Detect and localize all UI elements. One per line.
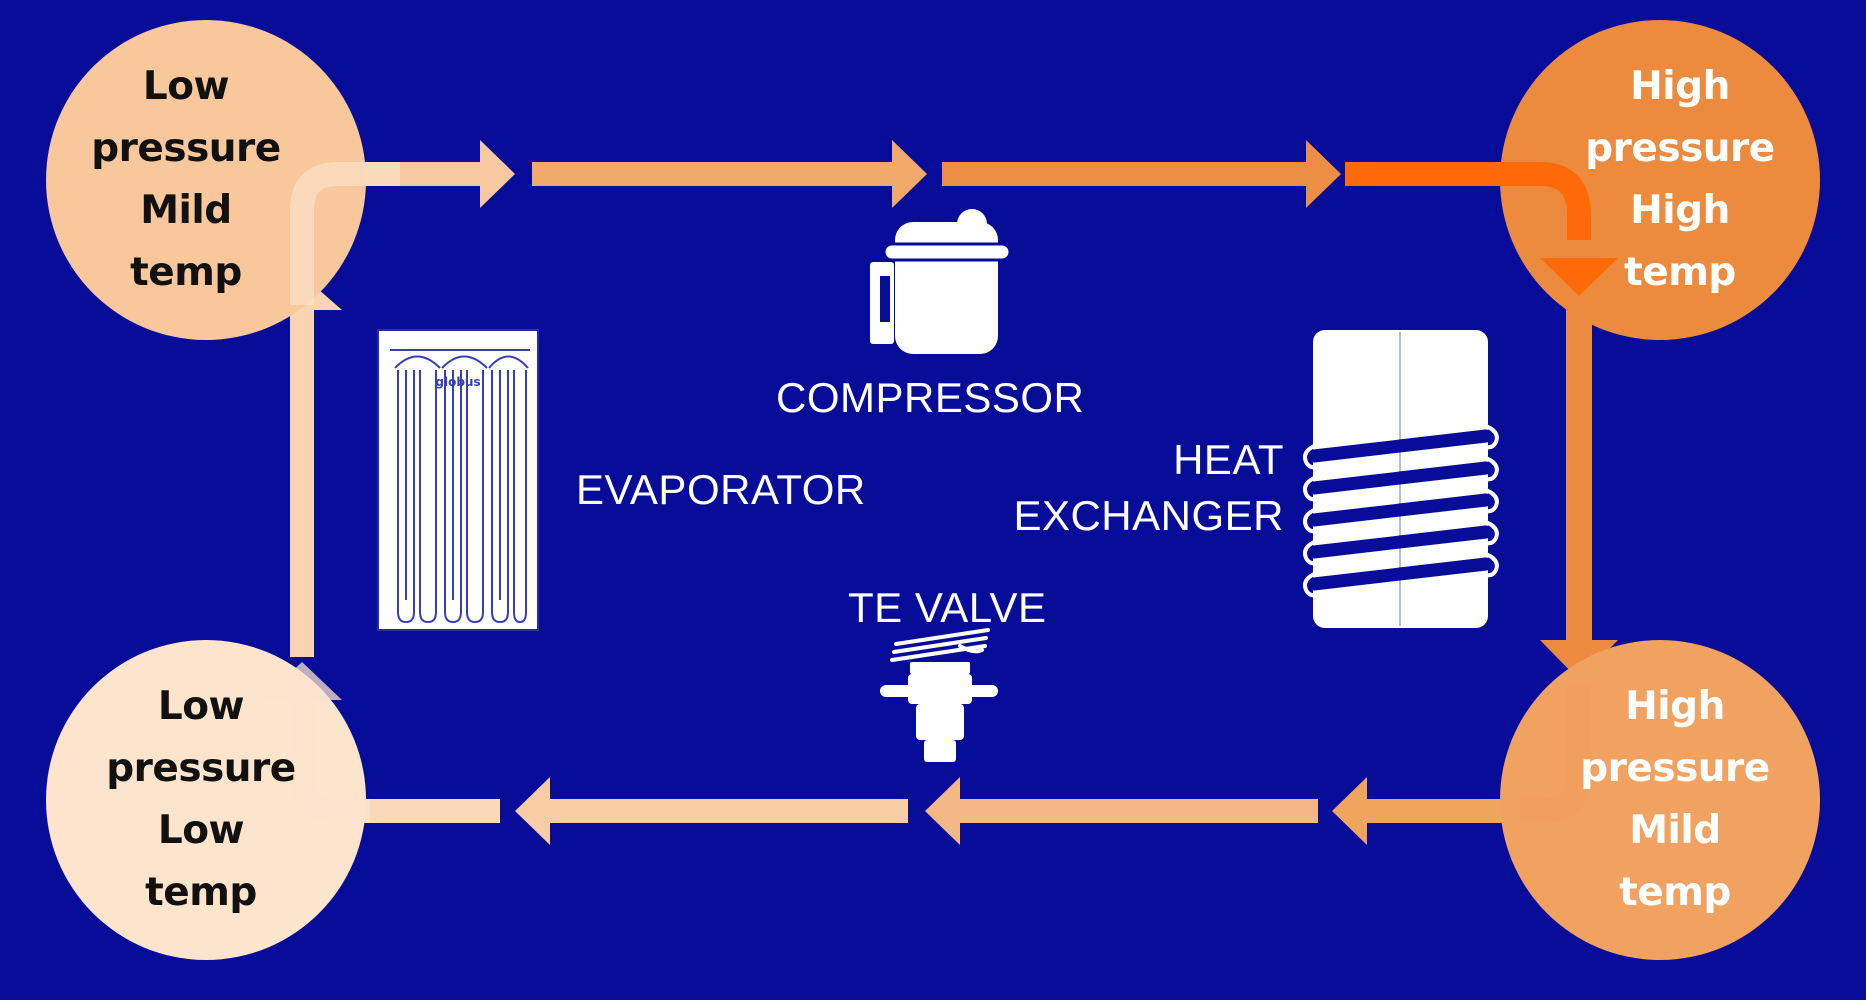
flow-bottom: [340, 777, 1532, 845]
state-low-pressure-mild-temp: Low pressure Mild temp: [46, 20, 366, 340]
state-circle-top-left: [46, 20, 366, 340]
state-high-pressure-high-temp: High pressure High temp: [1500, 20, 1820, 340]
state-line: temp: [145, 870, 257, 915]
state-line: Low: [157, 808, 245, 853]
evaporator-brand: globus: [435, 375, 480, 389]
flow-arrow-bottom-3: [515, 777, 908, 845]
flow-arrow-top-2: [532, 140, 927, 208]
state-text-bottom-left: Low pressure Low temp: [106, 676, 305, 924]
heat-exchanger-label-line: EXCHANGER: [1013, 492, 1284, 539]
te-valve-icon: [880, 628, 998, 762]
heat-exchanger-label-line: HEAT: [1173, 436, 1284, 483]
evaporator-label: EVAPORATOR: [576, 466, 866, 513]
flow-curve-top-right: [1345, 162, 1591, 240]
flow-curve-bottom-left-head: [262, 662, 342, 700]
evaporator-icon: globus: [377, 329, 539, 631]
state-text-top-left: Low pressure Mild temp: [91, 56, 320, 304]
state-line: Low: [142, 64, 230, 109]
state-line: pressure: [1585, 126, 1775, 171]
state-line: High: [1630, 188, 1730, 233]
state-line: Mild: [140, 188, 232, 233]
flow-left: [262, 275, 342, 657]
heat-exchanger-label: HEAT EXCHANGER: [1008, 432, 1284, 544]
flow-curve-top-right-head: [1540, 258, 1618, 296]
state-line: temp: [130, 250, 242, 295]
flow-curve-bottom-left: [290, 690, 370, 823]
state-line: High: [1625, 684, 1725, 729]
state-line: pressure: [91, 126, 281, 171]
state-line: temp: [1624, 250, 1736, 295]
flow-arrow-top-3: [942, 140, 1341, 208]
state-text-bottom-right: High pressure Mild temp: [1550, 676, 1770, 924]
flow-curve-top-left: [290, 162, 400, 305]
compressor-icon: [870, 209, 1012, 354]
state-circle-bottom-left: [46, 640, 366, 960]
state-line: pressure: [106, 746, 296, 791]
flow-curve-bottom-right: [1520, 685, 1591, 823]
state-low-pressure-low-temp: Low pressure Low temp: [46, 640, 366, 960]
state-line: High: [1630, 64, 1730, 109]
te-valve-label: TE VALVE: [848, 584, 1047, 631]
heat-exchanger-icon: [1303, 330, 1499, 628]
flow-top: [300, 140, 1341, 208]
state-text-top-right: High pressure High temp: [1545, 56, 1775, 304]
compressor-label: COMPRESSOR: [776, 374, 1085, 421]
state-line: Mild: [1629, 808, 1721, 853]
state-line: Low: [157, 684, 245, 729]
flow-arrow-bottom-2: [925, 777, 1318, 845]
flow-right: [1540, 300, 1618, 680]
state-high-pressure-mild-temp: High pressure Mild temp: [1500, 640, 1820, 960]
state-line: temp: [1619, 870, 1731, 915]
state-line: pressure: [1580, 746, 1770, 791]
